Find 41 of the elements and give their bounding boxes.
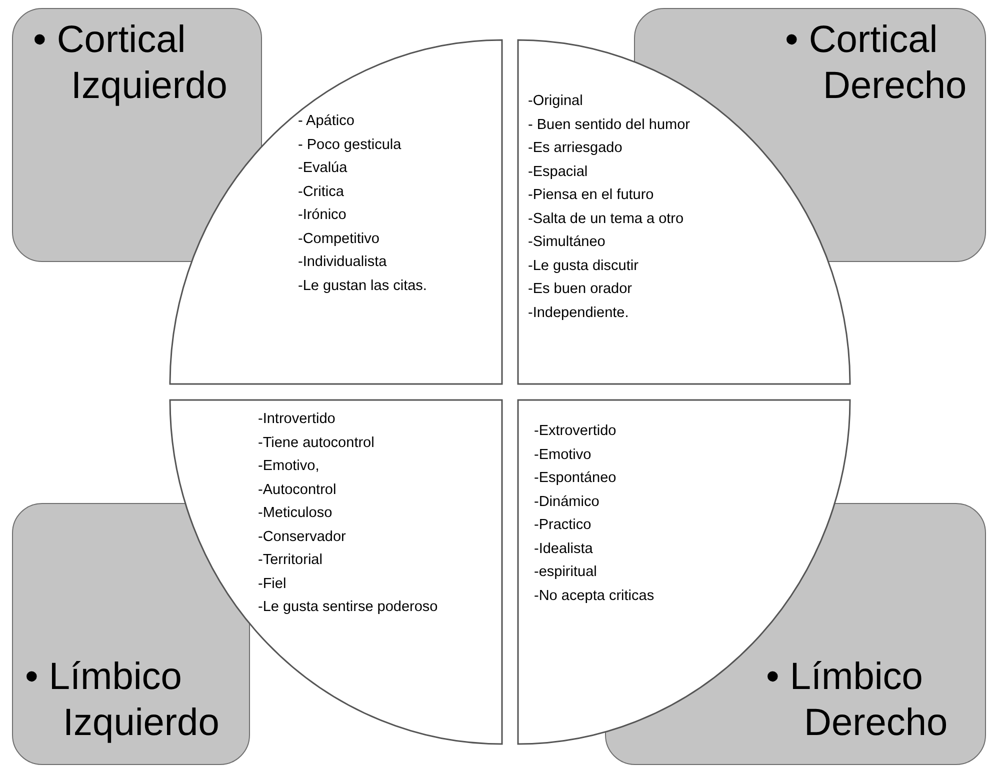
quadrant-title: • Límbico Izquierdo	[25, 655, 220, 746]
rounded-box	[12, 503, 250, 765]
trait-text: -Es buen orador	[528, 280, 632, 299]
trait-text: -Conservador	[258, 528, 346, 546]
trait-text: -Es arriesgado	[528, 139, 622, 158]
trait-text: -Espacial	[528, 162, 588, 182]
trait-text: -Introvertido	[258, 410, 336, 429]
trait-text: -Extrovertido	[534, 422, 616, 441]
trait-text: - Apático	[298, 112, 354, 131]
trait-text: -Le gusta discutir	[528, 256, 638, 276]
trait-text: -Irónico	[298, 206, 346, 225]
trait-text: -Salta de un tema a otro	[528, 210, 684, 228]
trait-text: -Territorial	[258, 551, 322, 570]
trait-text: -No acepta criticas	[534, 586, 654, 606]
trait-text: -Critica	[298, 182, 344, 202]
trait-text: -Dinámico	[534, 492, 600, 512]
trait-text: -Tiene autocontrol	[258, 434, 374, 452]
trait-text: -Idealista	[534, 540, 593, 558]
trait-text: -Autocontrol	[258, 480, 336, 500]
trait-text: -Evalúa	[298, 159, 348, 178]
trait-text: - Poco gesticula	[298, 136, 402, 154]
trait-text: -Practico	[534, 516, 592, 535]
quadrant-title: • Límbico Derecho	[766, 655, 949, 746]
trait-text: -Independiente.	[528, 304, 629, 322]
trait-text: -espiritual	[534, 563, 597, 582]
trait-text: -Le gustan las citas.	[298, 276, 427, 296]
trait-text: -Emotivo,	[258, 457, 320, 476]
trait-text: -Original	[528, 92, 583, 111]
quadrant-title: • Cortical Izquierdo	[33, 18, 228, 109]
trait-text: -Piensa en el futuro	[528, 186, 654, 205]
trait-text: -Individualista	[298, 253, 387, 272]
rounded-box	[12, 8, 262, 262]
trait-text: -Meticuloso	[258, 504, 332, 523]
trait-text: -Espontáneo	[534, 469, 616, 488]
trait-text: -Le gusta sentirse poderoso	[258, 598, 438, 617]
trait-text: - Buen sentido del humor	[528, 116, 690, 134]
trait-text: -Competitivo	[298, 230, 380, 248]
quadrant-title: • Cortical Derecho	[785, 18, 968, 109]
trait-text: -Simultáneo	[528, 233, 606, 252]
trait-text: -Emotivo	[534, 446, 592, 464]
trait-text: -Fiel	[258, 574, 286, 594]
